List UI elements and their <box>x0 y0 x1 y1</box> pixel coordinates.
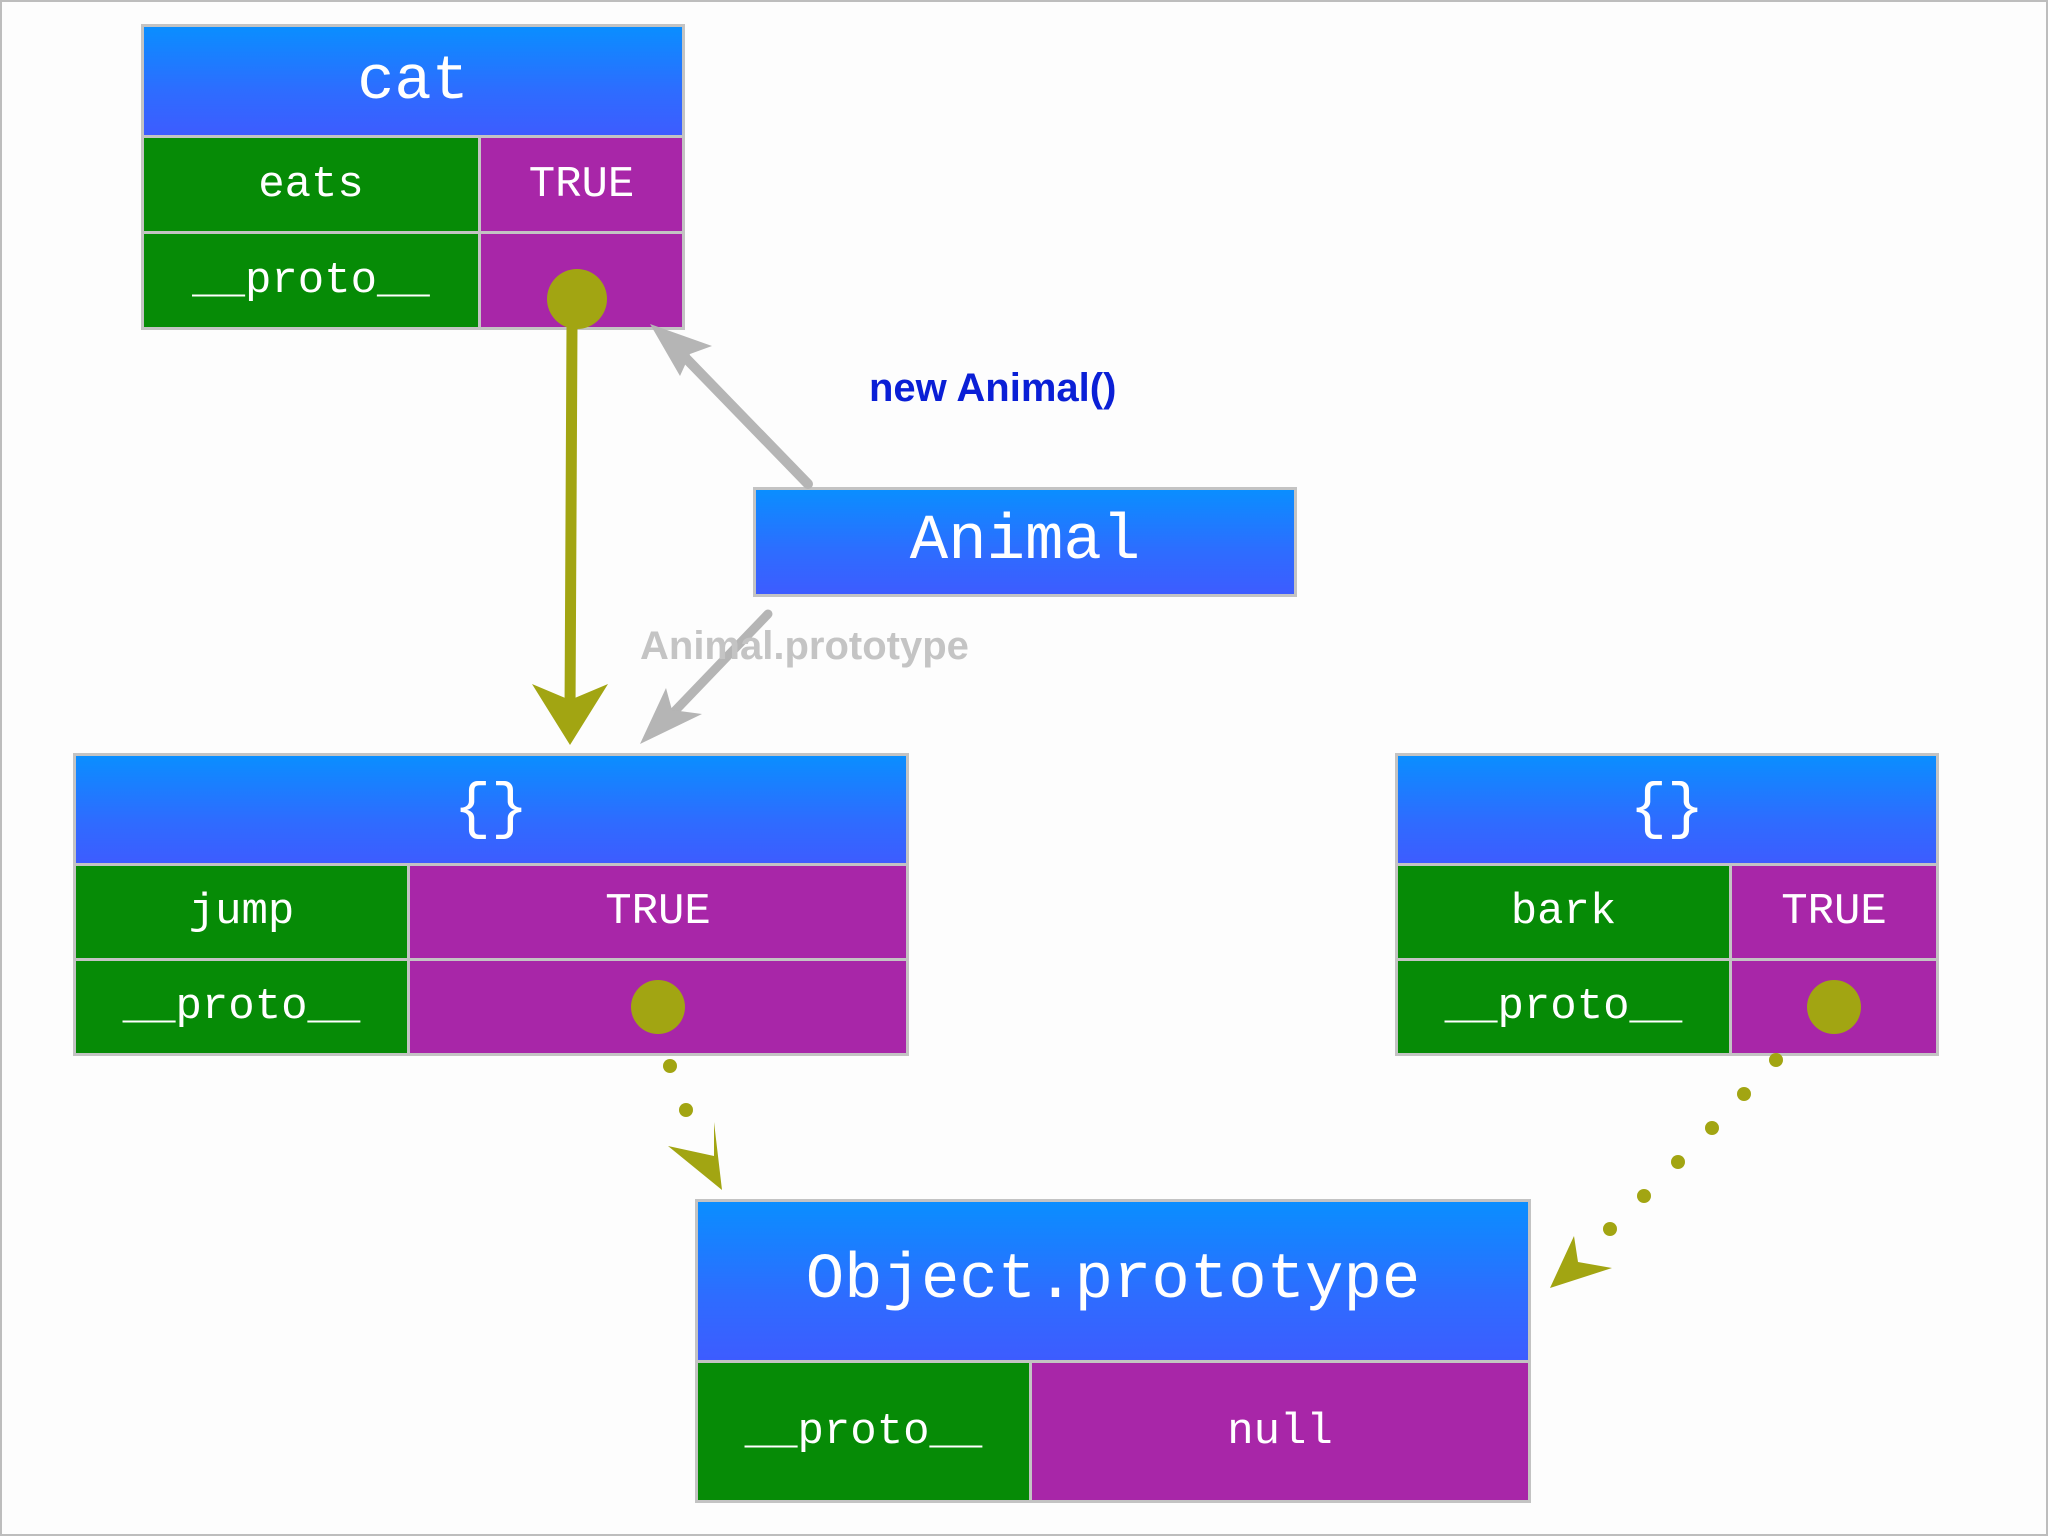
animal-prototype-arrow <box>640 609 773 744</box>
new-animal-arrow <box>650 324 813 489</box>
bark-object-key-proto: __proto__ <box>1398 961 1729 1053</box>
bark-object-proto-arrow <box>1550 1053 1783 1288</box>
bark-object-key-bark: bark <box>1398 866 1729 958</box>
bark-object-value-bark: TRUE <box>1732 866 1936 958</box>
cat-value-eats: TRUE <box>481 138 682 231</box>
animal-prototype-title: {} <box>76 756 906 863</box>
animal-title: Animal <box>756 490 1294 594</box>
animal-prototype-key-jump: jump <box>76 866 407 958</box>
object-prototype-title: Object.prototype <box>698 1202 1528 1360</box>
object-prototype-box: Object.prototype __proto__ null <box>695 1199 1531 1503</box>
animal-prototype-key-proto: __proto__ <box>76 961 407 1053</box>
cat-key-proto: __proto__ <box>144 234 478 327</box>
animal-prototype-proto-pointer-dot <box>631 980 685 1034</box>
bark-object-box: {} bark TRUE __proto__ <box>1395 753 1939 1056</box>
cat-proto-arrow <box>532 320 608 745</box>
animal-prototype-label: Animal.prototype <box>640 624 969 668</box>
object-prototype-value-proto: null <box>1032 1363 1528 1500</box>
cat-proto-pointer-dot <box>546 269 607 329</box>
cat-key-eats: eats <box>144 138 478 231</box>
animal-prototype-object-box: {} jump TRUE __proto__ <box>73 753 909 1056</box>
bark-object-value-proto <box>1732 961 1936 1053</box>
new-animal-label: new Animal() <box>869 366 1117 410</box>
bark-object-title: {} <box>1398 756 1936 863</box>
object-prototype-key-proto: __proto__ <box>698 1363 1029 1500</box>
animal-prototype-value-jump: TRUE <box>410 866 906 958</box>
bark-object-proto-pointer-dot <box>1807 980 1861 1034</box>
cat-title: cat <box>144 27 682 135</box>
animal-constructor-box: Animal <box>753 487 1297 597</box>
animal-prototype-proto-arrow <box>663 1059 722 1190</box>
animal-prototype-value-proto <box>410 961 906 1053</box>
cat-object-box: cat eats TRUE __proto__ <box>141 24 685 330</box>
cat-value-proto <box>481 234 682 329</box>
